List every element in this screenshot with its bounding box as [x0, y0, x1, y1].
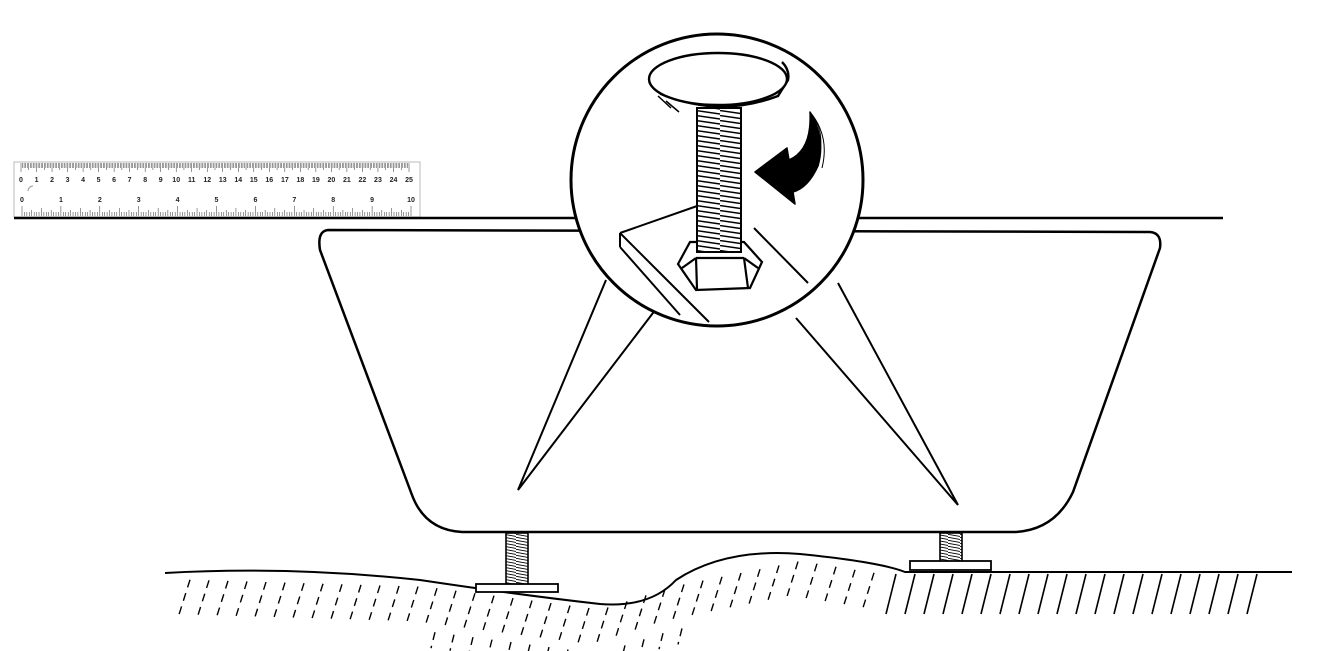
ruler-top-label: 6 — [112, 177, 116, 184]
ruler-bottom-label: 7 — [292, 197, 296, 204]
ruler-bottom-label: 2 — [98, 197, 102, 204]
ruler-top-label: 25 — [405, 177, 413, 184]
floor-line — [164, 552, 1292, 606]
ruler-top-label: 22 — [359, 177, 367, 184]
bathtub-body — [318, 228, 1162, 534]
ruler-top-ticks — [20, 163, 410, 172]
ruler-top-label: 8 — [143, 177, 147, 184]
ruler-top-label: 3 — [66, 177, 70, 184]
ruler-top-label: 13 — [219, 177, 227, 184]
ruler-bottom-label: 5 — [215, 197, 219, 204]
mounting-bracket — [619, 204, 809, 323]
floor-hatch-solid — [885, 573, 1258, 615]
ruler-bottom-label: 3 — [137, 197, 141, 204]
ruler-top-label: 23 — [374, 177, 382, 184]
bolt-shaft — [696, 107, 742, 253]
ruler-top-label: 11 — [188, 177, 196, 184]
ruler-bottom-ticks — [21, 206, 412, 216]
ruler-top-label: 10 — [172, 177, 180, 184]
ruler-top-label: 14 — [234, 177, 242, 184]
ruler-top-label: 7 — [128, 177, 132, 184]
ruler-top-label: 24 — [390, 177, 398, 184]
ruler-top-label: 19 — [312, 177, 320, 184]
ruler-bottom-label: 6 — [253, 197, 257, 204]
hex-nut — [676, 240, 764, 292]
ruler-top-label: 16 — [265, 177, 273, 184]
ruler-top-label: 4 — [81, 177, 85, 184]
curved-arrow-icon — [754, 111, 825, 205]
right-adjustable-foot — [909, 532, 992, 571]
ruler-top-label: 15 — [250, 177, 258, 184]
callout-lines — [517, 279, 959, 506]
ruler-top-label: 1 — [35, 177, 39, 184]
ruler-bottom-label: 10 — [407, 197, 415, 204]
ruler-top-label: 5 — [97, 177, 101, 184]
ruler-top-label: 18 — [296, 177, 304, 184]
ruler-bottom-label: 8 — [331, 197, 335, 204]
bolt-head — [647, 51, 790, 113]
ruler-top-label: 9 — [159, 177, 163, 184]
ruler-bottom-label: 1 — [59, 197, 63, 204]
left-adjustable-foot — [475, 532, 559, 593]
ruler-bottom-label: 0 — [20, 197, 24, 204]
magnified-detail — [569, 32, 865, 328]
ruler-top-label: 21 — [343, 177, 351, 184]
ruler-top-label: 12 — [203, 177, 211, 184]
floor-hatch-uneven — [177, 561, 875, 651]
ruler-bottom-label: 4 — [176, 197, 180, 204]
ruler-top-label: 20 — [328, 177, 336, 184]
ruler-bottom-labels: 0 1 2 3 4 5 6 7 8 9 10 — [20, 197, 415, 204]
ruler-top-label: 17 — [281, 177, 289, 184]
ruler-top-label: 2 — [50, 177, 54, 184]
ruler-bottom-label: 9 — [370, 197, 374, 204]
ruler-top-label: 0 — [19, 177, 23, 184]
